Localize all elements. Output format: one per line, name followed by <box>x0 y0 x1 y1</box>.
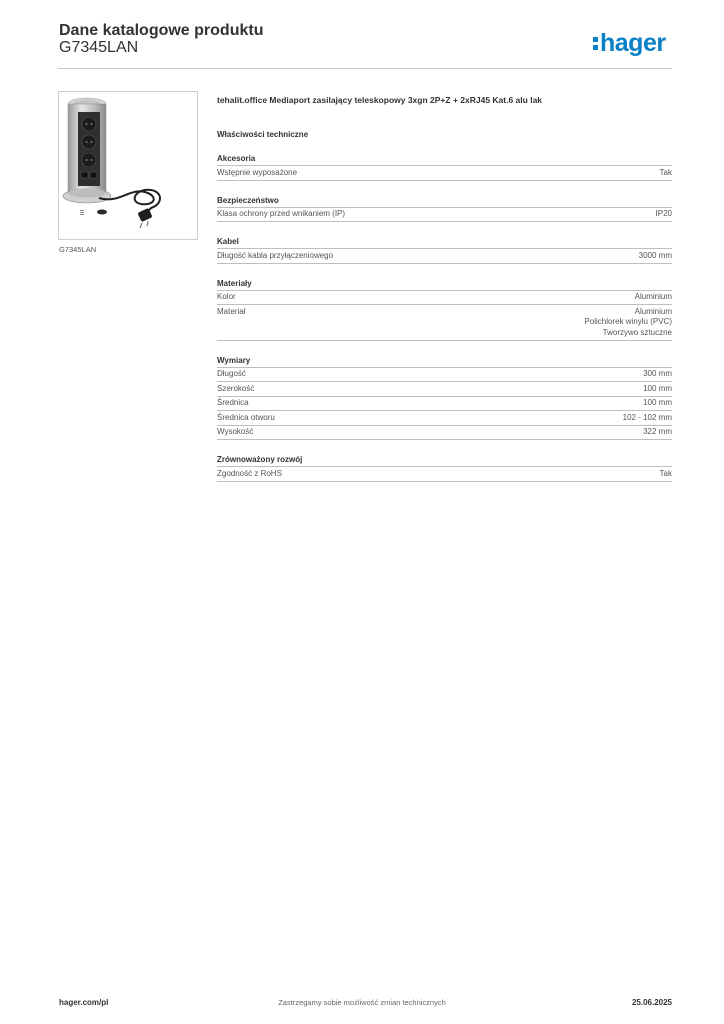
property-row: Średnica 100 mm <box>217 397 672 411</box>
property-value-line: 100 mm <box>643 398 672 407</box>
property-label: Zgodność z RoHS <box>217 468 282 478</box>
property-value-line: 300 mm <box>643 369 672 378</box>
property-value-line: Tak <box>659 468 672 478</box>
property-value: 3000 mm <box>639 251 672 262</box>
property-label: Średnica otworu <box>217 412 275 422</box>
property-row: Szerokość 100 mm <box>217 382 672 397</box>
property-label: Długość kabla przyłączeniowego <box>217 250 334 260</box>
group-title: Zrównoważony rozwój <box>217 454 672 467</box>
logo-mark-icon <box>593 35 598 51</box>
property-label: Kolor <box>217 292 236 301</box>
property-row: Średnica otworu 102 - 102 mm <box>217 411 672 426</box>
property-value-line: 102 - 102 mm <box>622 412 672 422</box>
footer-date: 25.06.2025 <box>631 998 672 1007</box>
header-divider <box>58 68 672 69</box>
group-title: Wymiary <box>217 355 672 368</box>
property-label: Klasa ochrony przed wnikaniem (IP) <box>217 209 346 218</box>
property-value: IP20 <box>656 209 672 220</box>
group-title: Akcesoria <box>217 153 672 166</box>
property-value: Tak <box>660 469 672 480</box>
property-value-line: 322 mm <box>643 427 672 436</box>
product-details: tehalit.office Mediaport zasilający tele… <box>217 94 672 482</box>
property-row: Zgodność z RoHS Tak <box>217 467 672 482</box>
property-label: Materiał <box>217 306 246 316</box>
property-row: Klasa ochrony przed wnikaniem (IP) IP20 <box>217 208 672 222</box>
property-label: Średnica <box>217 398 249 407</box>
section-title: Właściwości techniczne <box>217 130 309 139</box>
property-row: Kolor Aluminium <box>217 291 672 305</box>
property-row: Długość 300 mm <box>217 368 672 382</box>
footer-disclaimer: Zastrzegamy sobie możliwość zmian techni… <box>278 998 446 1007</box>
product-image <box>58 91 198 240</box>
footer-website: hager.com/pl <box>59 998 109 1007</box>
image-caption: G7345LAN <box>59 245 97 254</box>
property-label: Wysokość <box>217 427 254 436</box>
property-label: Szerokość <box>217 383 255 393</box>
logo-text: hager <box>600 28 666 57</box>
property-value-line: Tak <box>659 167 672 177</box>
property-value: 300 mm <box>643 369 672 380</box>
property-value-line: Tworzywo sztuczne <box>602 327 672 337</box>
group-title: Kabel <box>217 236 672 249</box>
group-title: Materiały <box>217 278 672 291</box>
property-row: Wysokość 322 mm <box>217 426 672 440</box>
product-title: tehalit.office Mediaport zasilający tele… <box>217 95 543 105</box>
product-code: G7345LAN <box>59 39 139 56</box>
property-value: Tak <box>660 168 672 179</box>
property-label: Wstępnie wyposażone <box>217 167 298 177</box>
property-value: 100 mm <box>643 384 672 395</box>
product-illustration <box>62 97 161 229</box>
property-value: 100 mm <box>643 398 672 409</box>
document-title: Dane katalogowe produktu <box>59 22 264 39</box>
property-value: 102 - 102 mm <box>623 413 672 424</box>
property-value-line: 3000 mm <box>638 250 672 260</box>
property-value: Aluminium <box>635 292 672 303</box>
property-row: Wstępnie wyposażone Tak <box>217 166 672 181</box>
property-value-line: Aluminium <box>634 292 672 301</box>
property-value-line: Polichlorek winylu (PVC) <box>584 317 672 326</box>
property-value: 322 mm <box>643 427 672 438</box>
property-value-line: 100 mm <box>643 383 672 393</box>
property-value-line: IP20 <box>655 209 672 218</box>
hager-logo: hager <box>593 27 666 59</box>
property-value-line: Aluminium <box>634 306 672 316</box>
property-label: Długość <box>217 369 246 378</box>
property-row: Długość kabla przyłączeniowego 3000 mm <box>217 249 672 264</box>
group-title: Bezpieczeństwo <box>217 195 672 208</box>
